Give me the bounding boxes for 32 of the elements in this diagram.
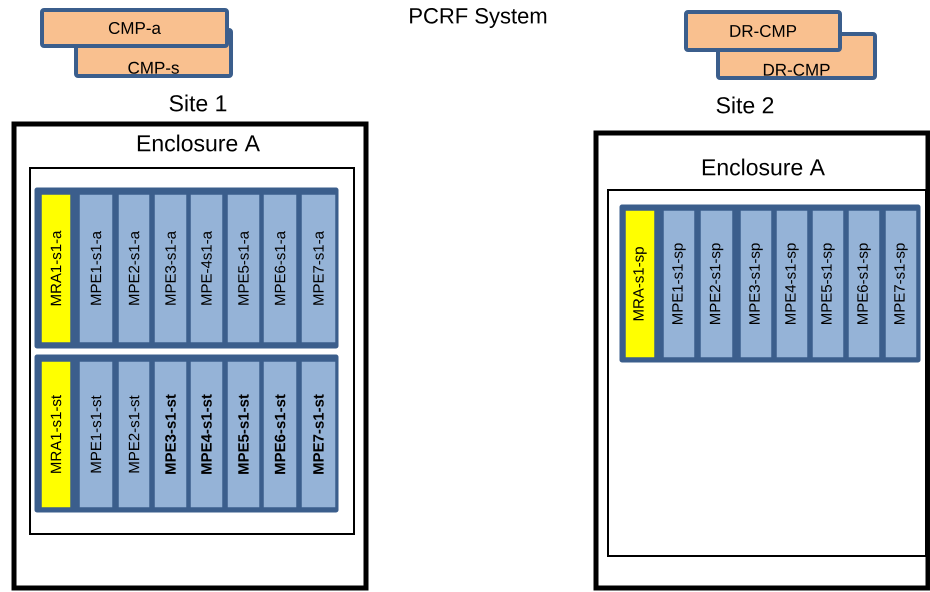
blade-card: MPE1-s1-a: [78, 193, 114, 344]
blade-card: MPE3-s1-sp: [739, 209, 773, 359]
server-box: DR-CMP: [684, 10, 842, 52]
blade-card: MPE-4s1-a: [189, 193, 224, 344]
blade-card: MPE6-s1-sp: [847, 209, 881, 359]
blade-card: MPE5-s1-st: [226, 360, 261, 509]
node-label: Site 1: [170, 94, 226, 112]
blade-card: MPE2-s1-a: [117, 193, 151, 344]
blade-card: MPE2-s1-st: [117, 360, 151, 509]
node-label: DR-CMP: [764, 64, 830, 76]
node-label: Enclosure A: [702, 158, 825, 176]
blade-card: MPE7-s1-st: [300, 360, 337, 509]
blade-card: MPE7-s1-a: [300, 193, 337, 344]
blade-card: MRA1-s1-a: [40, 193, 72, 344]
server-box: CMP-a: [40, 8, 229, 48]
blade-card: MPE6-s1-a: [262, 193, 298, 344]
blade-card: MPE4-s1-sp: [775, 209, 809, 359]
blade-card: MPE7-s1-sp: [884, 209, 918, 359]
blade-card: MRA-s1-sp: [624, 209, 656, 359]
blade-card: MPE1-s1-sp: [662, 209, 696, 359]
node-label: Site 2: [716, 96, 774, 114]
blade-card: MPE6-s1-st: [262, 360, 298, 509]
blade-card: MRA1-s1-st: [40, 360, 72, 509]
node-label: Enclosure A: [138, 134, 260, 152]
blade-card: MPE3-s1-a: [153, 193, 188, 344]
blade-card: MPE5-s1-a: [226, 193, 261, 344]
blade-card: MPE2-s1-sp: [699, 209, 734, 359]
blade-card: MPE1-s1-st: [78, 360, 114, 509]
blade-card: MPE5-s1-sp: [811, 209, 845, 359]
blade-card: MPE4-s1-st: [189, 360, 224, 509]
title: PCRF System: [410, 8, 546, 28]
blade-card: MPE3-s1-st: [153, 360, 188, 509]
